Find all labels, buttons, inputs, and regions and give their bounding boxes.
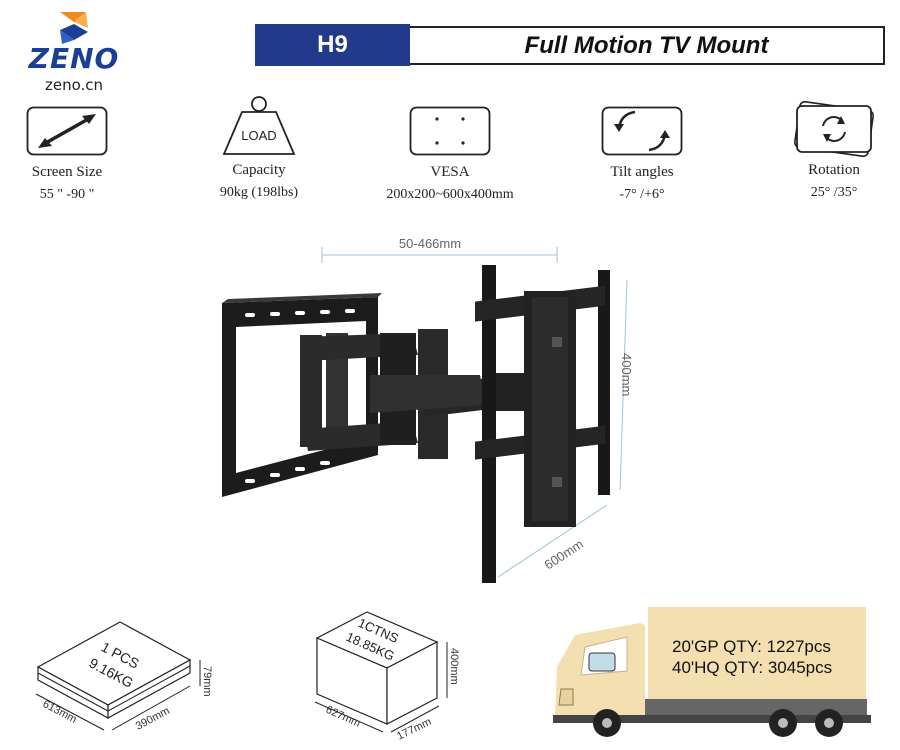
feature-value: 90kg (198lbs) xyxy=(219,185,299,200)
feature-vesa: VESA 200x200~600x400mm xyxy=(370,106,530,203)
feature-label: VESA xyxy=(430,164,470,180)
vesa-pattern-icon xyxy=(409,106,491,156)
brand-url: zeno.cn xyxy=(44,76,104,94)
shipping-truck-illustration xyxy=(553,607,871,737)
container-20gp-qty: 20'GP QTY: 1227pcs xyxy=(672,637,831,656)
tilt-arrows-icon xyxy=(601,106,683,156)
truck-cargo-box xyxy=(648,607,866,699)
product-title: Full Motion TV Mount xyxy=(410,26,885,65)
zeno-logo-mark-icon xyxy=(60,12,88,44)
width-dimension-label: 600mm xyxy=(541,536,586,572)
screen-size-icon xyxy=(26,106,108,156)
feature-tilt: Tilt angles -7° /+6° xyxy=(562,106,722,203)
package-height: 79mm xyxy=(201,666,213,697)
container-40hq-qty: 40'HQ QTY: 3045pcs xyxy=(672,658,833,677)
feature-label: Screen Size xyxy=(31,164,103,180)
weight-load-icon: LOAD xyxy=(222,96,296,155)
package-length: 613mm xyxy=(41,698,79,726)
feature-label: Tilt angles xyxy=(610,164,674,180)
brand-logo: ZENO zeno.cn xyxy=(14,6,134,94)
feature-screen-size: Screen Size 55 " -90 " xyxy=(0,106,147,203)
load-text: LOAD xyxy=(241,128,276,143)
rotation-icon xyxy=(794,100,874,158)
feature-value: 55 " -90 " xyxy=(39,187,95,202)
tv-mount-product-illustration: 50-466mm 400mm 600mm xyxy=(222,236,634,583)
carton-box: 1CTNS 18.85KG 400mm 627mm 177mm xyxy=(314,611,460,743)
single-package-box: 1 PCS 9.16KG 79mm 613mm 390mm xyxy=(35,621,213,733)
feature-rotation: Rotation 25° /35° xyxy=(754,100,900,201)
tv-bracket-plate xyxy=(475,265,610,583)
feature-label: Capacity xyxy=(232,162,286,178)
feature-capacity: LOAD Capacity 90kg (198lbs) xyxy=(179,96,339,201)
extension-dimension-label: 50-466mm xyxy=(399,236,461,251)
shipping-quantity: 20'GP QTY: 1227pcs 40'HQ QTY: 3045pcs xyxy=(672,636,872,678)
feature-value: 200x200~600x400mm xyxy=(386,187,514,202)
carton-height: 400mm xyxy=(448,648,460,685)
height-dimension-label: 400mm xyxy=(619,353,634,396)
brand-name: ZENO xyxy=(28,42,120,75)
feature-value: 25° /35° xyxy=(810,185,858,200)
package-width: 390mm xyxy=(134,705,172,733)
model-badge: H9 xyxy=(255,24,410,66)
feature-value: -7° /+6° xyxy=(619,187,665,202)
feature-label: Rotation xyxy=(808,162,860,178)
